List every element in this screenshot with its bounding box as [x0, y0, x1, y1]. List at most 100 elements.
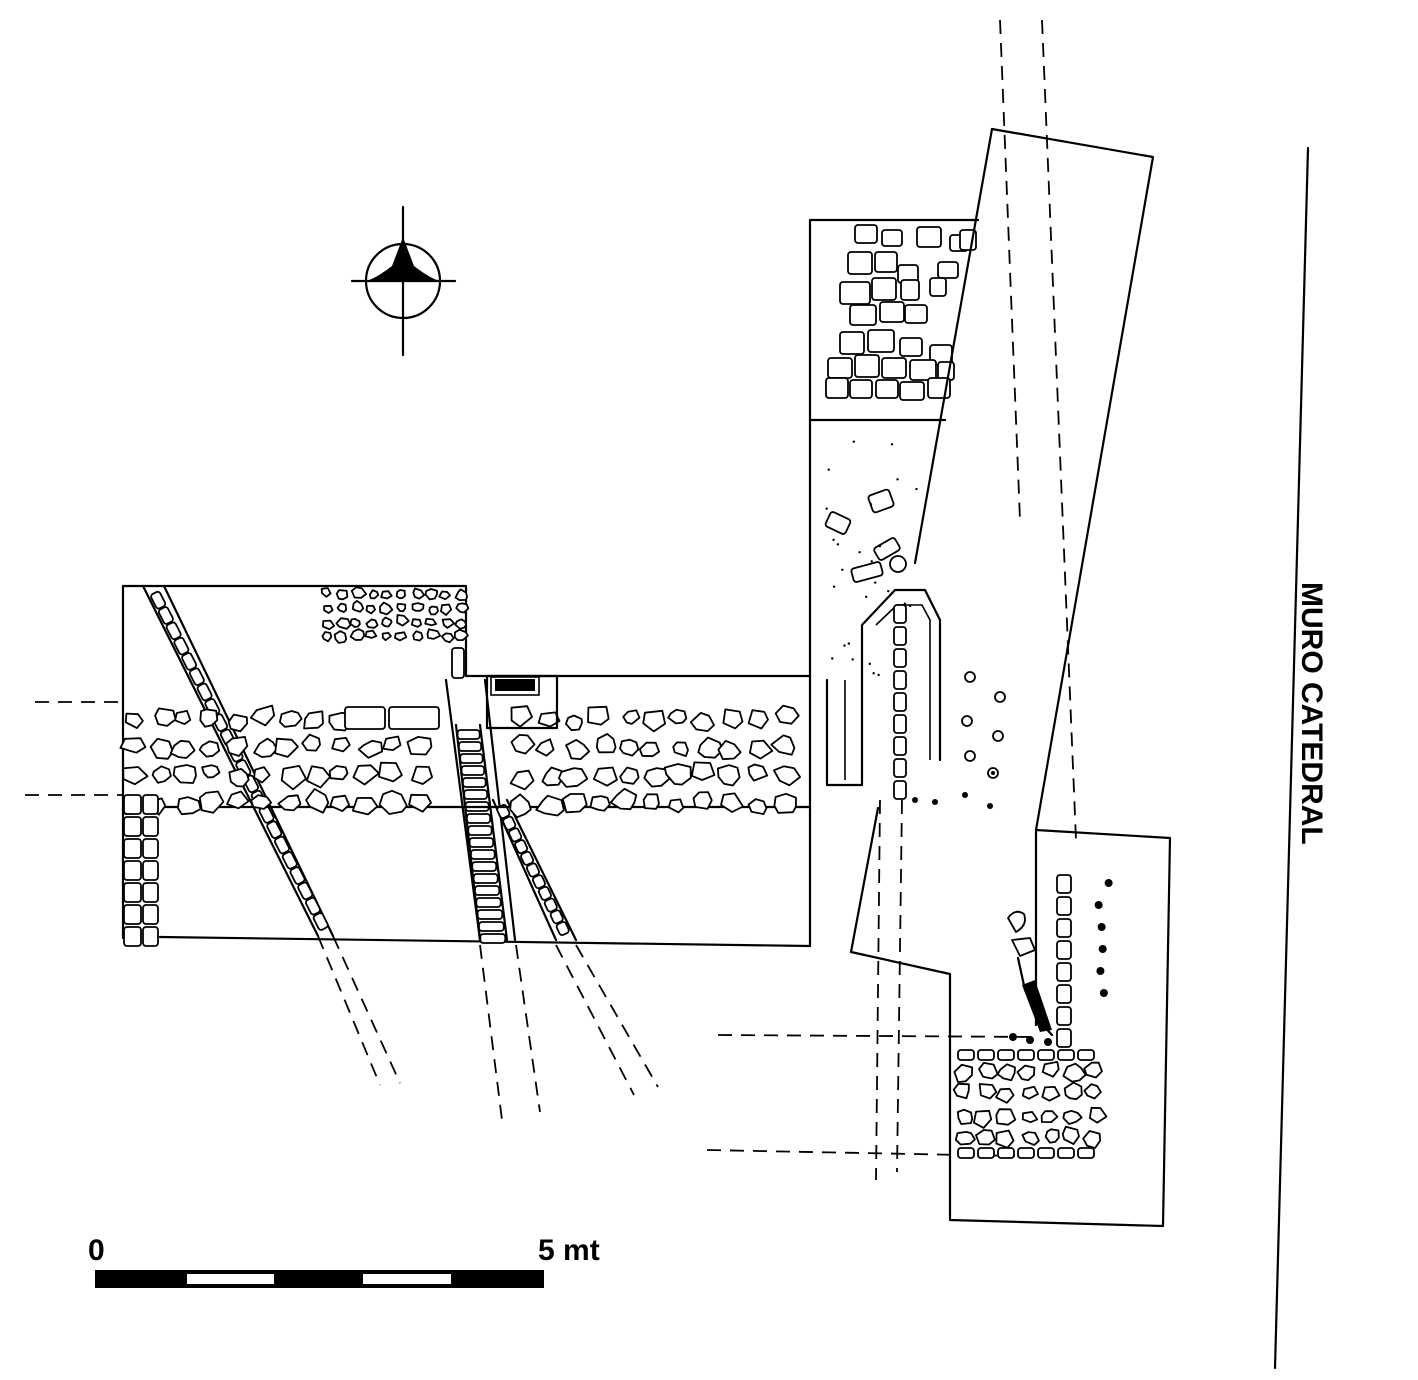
cobble-stone — [774, 704, 800, 725]
ladder-rung — [474, 885, 501, 896]
cobble-stone — [565, 714, 583, 732]
cobble-stone — [408, 793, 432, 813]
cobble-stone — [1088, 1106, 1108, 1124]
cobble-stone — [323, 604, 334, 614]
cobble-stone — [773, 792, 797, 814]
cobble-stone — [424, 618, 437, 627]
cobble-stone — [357, 739, 383, 759]
cobble-stone — [379, 601, 394, 616]
cobble-stone — [177, 796, 202, 816]
ashlar-block — [142, 860, 159, 881]
cobble-stone — [411, 765, 433, 785]
cobble-stone — [720, 792, 744, 813]
rubble-cluster-top — [320, 586, 470, 679]
cobble-stone — [453, 628, 469, 641]
cobble-stone — [697, 736, 724, 759]
ashlar-block — [825, 377, 849, 399]
cobble-stone — [619, 766, 640, 785]
cobble-stone — [1083, 1061, 1103, 1079]
ladder-rung — [466, 813, 492, 824]
ashlar-block — [1056, 962, 1072, 982]
post-hole-small — [987, 803, 993, 809]
ashlar-block — [142, 926, 159, 947]
edge-stone — [957, 1147, 975, 1159]
cobble-stone — [978, 1062, 999, 1080]
cobble-stone — [1016, 1064, 1036, 1082]
channel-stone — [893, 758, 907, 778]
ashlar-block — [142, 838, 159, 859]
edge-stone — [1057, 1049, 1075, 1061]
channel-stone — [893, 780, 907, 800]
cobble-stone — [352, 764, 380, 786]
cobble-stone — [364, 629, 378, 639]
rubble-dot — [1026, 1036, 1034, 1044]
ashlar-block — [916, 226, 942, 248]
cobble-stone — [119, 737, 147, 754]
cobble-stone — [172, 764, 197, 784]
cobble-stone — [411, 602, 425, 612]
ashlar-block — [867, 329, 895, 353]
soil-dot — [832, 585, 836, 588]
cobbled-pavement — [119, 704, 812, 819]
soil-dot — [851, 658, 854, 661]
ashlar-block — [344, 706, 386, 730]
cobble-stone — [509, 793, 532, 819]
cobble-stone — [331, 737, 351, 753]
burial-feature — [1007, 910, 1054, 1037]
cobble-stone — [368, 589, 380, 600]
ashlar-block — [847, 251, 873, 275]
soil-dot — [908, 604, 912, 608]
wall-stone — [531, 874, 546, 890]
cobble-stone — [253, 766, 271, 784]
cobble-stone — [541, 766, 563, 787]
cobble-stone — [510, 734, 536, 755]
ladder-rung — [471, 861, 498, 872]
cathedral-wall-label: MURO CATEDRAL — [1295, 582, 1328, 845]
rubble-dot — [1104, 879, 1113, 887]
cobble-stone — [381, 616, 393, 628]
post-hole-center — [991, 771, 995, 775]
cobble-stone — [1083, 1083, 1102, 1100]
wall-stone — [555, 921, 570, 936]
edge-stone — [1077, 1049, 1095, 1061]
post-hole-small — [912, 797, 918, 803]
cobble-stone — [406, 736, 433, 756]
soil-dot — [896, 478, 899, 481]
narrow-wall-center — [444, 678, 541, 1121]
wall-stone — [526, 862, 540, 878]
ashlar-block — [937, 261, 959, 279]
cobble-stone — [336, 602, 348, 613]
cobble-stone — [595, 733, 617, 754]
soil-dot — [847, 642, 851, 645]
ashlar-block — [123, 838, 142, 859]
edge-stone — [1037, 1049, 1055, 1061]
soil-dot — [836, 543, 840, 546]
cobble-stone — [1082, 1130, 1102, 1149]
cobble-stone — [274, 737, 299, 758]
cobble-stone — [952, 1082, 970, 1100]
cobble-stone — [589, 795, 611, 812]
cobble-stone — [365, 604, 376, 615]
cobble-stone — [335, 589, 349, 601]
ashlar-block — [123, 926, 142, 947]
ashlar-block — [839, 281, 871, 305]
cobble-stone — [428, 605, 439, 616]
cobble-stone — [438, 590, 451, 601]
ladder-rung — [468, 837, 495, 848]
cobble-stone — [201, 764, 221, 779]
cobble-stone — [749, 739, 774, 760]
channel-stone — [893, 626, 907, 646]
wall-stone — [274, 835, 290, 855]
edge-stone — [1037, 1147, 1055, 1159]
wall-stone — [150, 590, 167, 610]
ashlar-block — [388, 706, 440, 730]
ashlar-block — [909, 359, 937, 381]
ladder-rung — [457, 741, 483, 752]
cobble-stone — [199, 708, 219, 728]
cobble-stone — [396, 614, 410, 627]
ashlar-block — [142, 904, 159, 925]
cathedral-wall-line — [1273, 146, 1310, 1370]
post-holes — [912, 671, 1006, 809]
soil-dot — [887, 589, 890, 593]
